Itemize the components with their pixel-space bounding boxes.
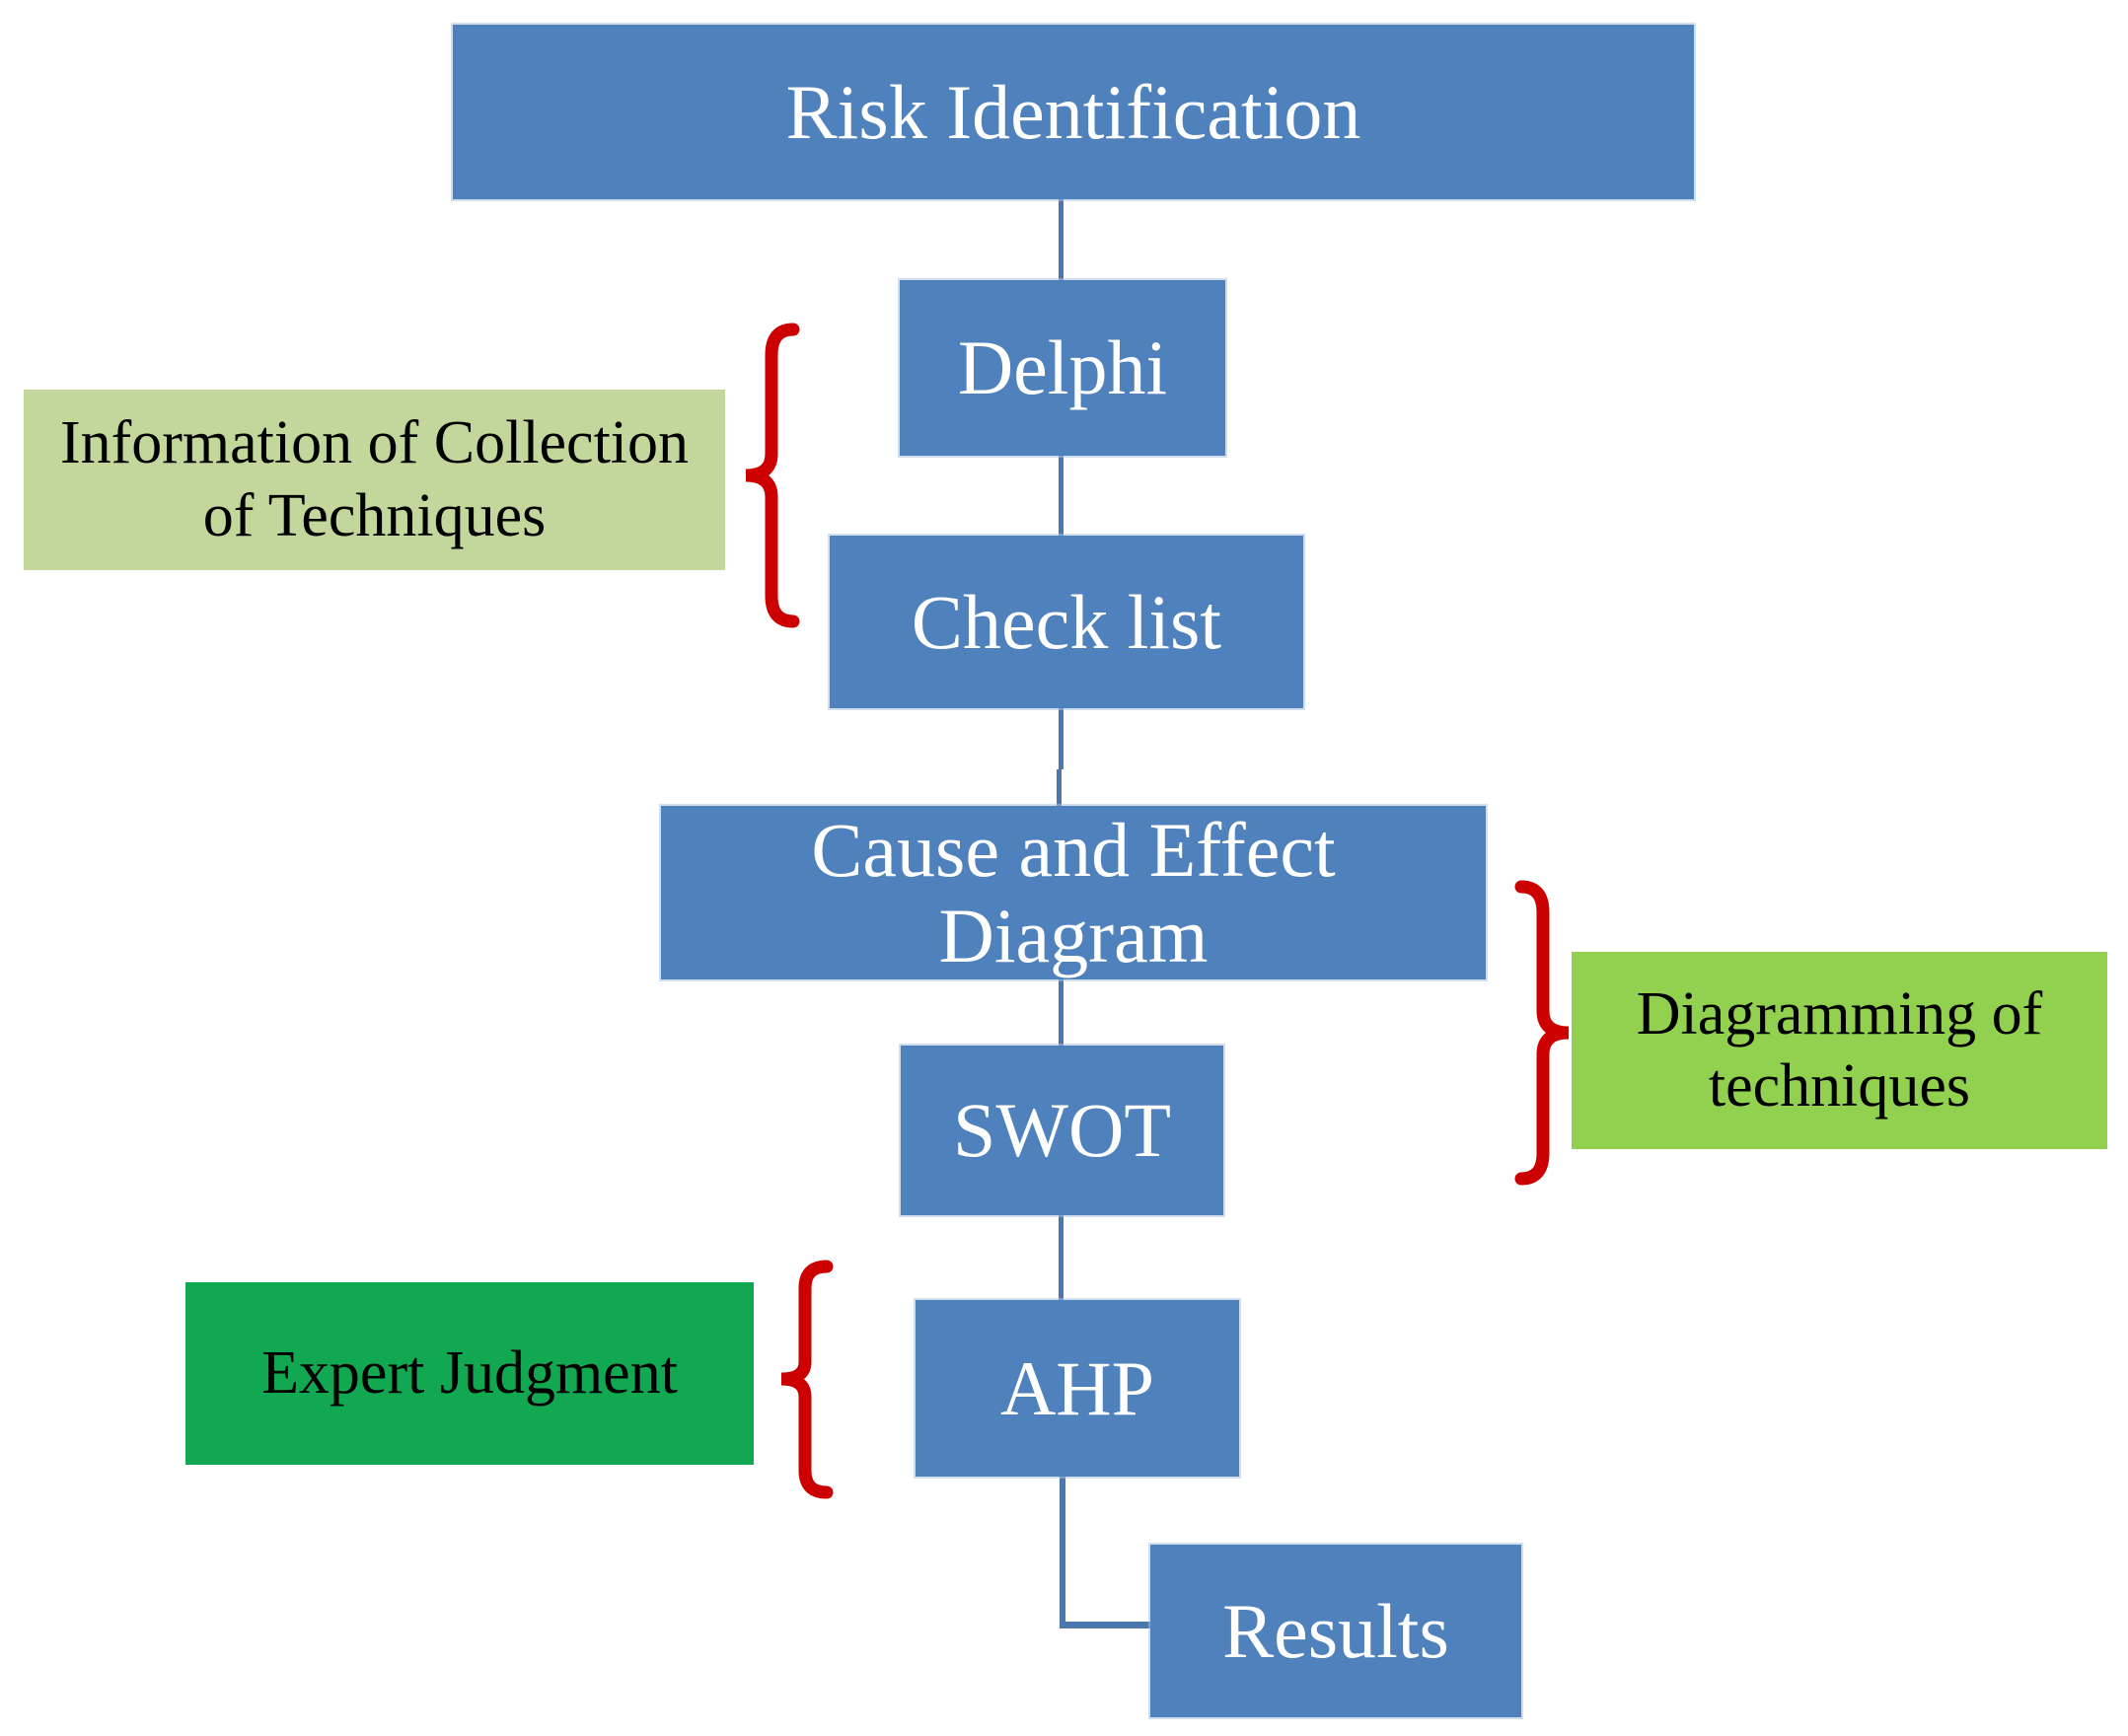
label-diagramming-line2: techniques [1708, 1052, 1971, 1120]
label-information-of-collection: Information of Collection of Techniques [24, 390, 725, 570]
node-delphi-label: Delphi [957, 325, 1168, 411]
node-cause-effect-line2: Diagram [938, 893, 1209, 978]
label-expert-judgment: Expert Judgment [185, 1282, 754, 1465]
connector-ahp-to-results-horizontal [1060, 1622, 1152, 1628]
right-brace-icon-diagramming-group [1514, 880, 1570, 1186]
node-results-label: Results [1222, 1587, 1449, 1674]
left-brace-icon-expert-judgment-group [780, 1260, 834, 1499]
node-swot-label: SWOT [953, 1087, 1171, 1174]
node-risk-identification: Risk Identification [453, 25, 1694, 199]
connector-causeeffect-to-swot [1059, 977, 1064, 1049]
node-results: Results [1150, 1545, 1521, 1717]
label-information-line2: of Techniques [202, 481, 547, 549]
connector-checklist-to-causeeffect-lower [1057, 769, 1062, 809]
connector-risk-to-delphi [1059, 197, 1064, 282]
node-risk-identification-label: Risk Identification [785, 68, 1361, 155]
label-information-line1: Information of Collection [59, 409, 690, 477]
node-check-list-label: Check list [911, 578, 1222, 665]
node-check-list: Check list [830, 536, 1303, 708]
node-cause-effect-line1: Cause and Effect [811, 806, 1336, 893]
node-delphi: Delphi [900, 280, 1225, 456]
node-ahp-label: AHP [999, 1344, 1155, 1431]
connector-ahp-to-results-vertical [1060, 1475, 1065, 1628]
node-ahp: AHP [916, 1300, 1239, 1477]
node-swot: SWOT [901, 1046, 1223, 1215]
label-diagramming-line1: Diagramming of [1636, 979, 2043, 1048]
connector-swot-to-ahp [1059, 1213, 1064, 1302]
connector-delphi-to-checklist [1059, 454, 1064, 538]
node-cause-effect-diagram: Cause and Effect Diagram [661, 806, 1486, 979]
left-brace-icon-collection-group [745, 323, 800, 628]
label-expert-judgment-text: Expert Judgment [261, 1338, 678, 1407]
connector-checklist-to-causeeffect-upper [1059, 706, 1064, 769]
label-diagramming-of-techniques: Diagramming of techniques [1572, 952, 2107, 1149]
